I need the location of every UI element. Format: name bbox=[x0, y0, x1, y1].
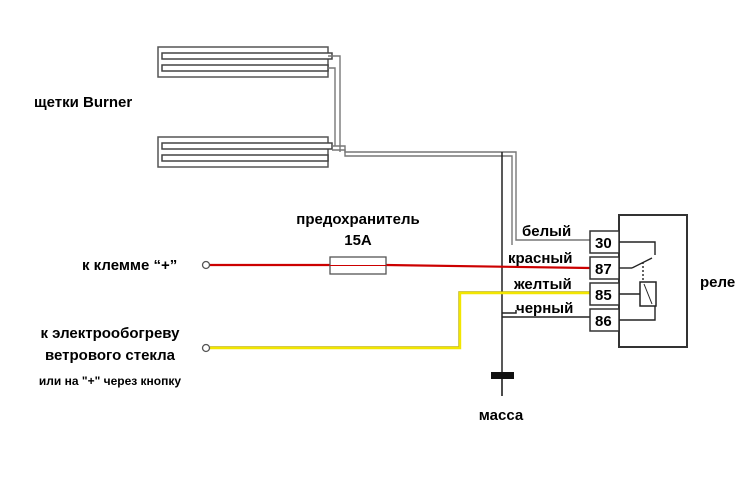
pin-87-label: 87 bbox=[595, 261, 612, 278]
fuse-label: предохранитель bbox=[296, 211, 419, 228]
brushes-label: щетки Burner bbox=[34, 94, 132, 111]
brush-wiring bbox=[328, 55, 590, 245]
ground-wiring bbox=[501, 152, 590, 372]
relay bbox=[589, 214, 688, 348]
terminal-plus-node bbox=[201, 260, 211, 270]
defroster-label-3: или на "+" через кнопку bbox=[39, 374, 181, 388]
brush-top bbox=[157, 46, 333, 78]
ground-icon bbox=[491, 372, 514, 396]
fuse-icon bbox=[329, 256, 387, 275]
fuse-rating-label: 15А bbox=[344, 232, 372, 249]
ground-label: масса bbox=[479, 407, 524, 424]
brush-bottom bbox=[157, 136, 333, 168]
relay-label: реле bbox=[700, 274, 735, 291]
wire-black-label: черный bbox=[516, 300, 573, 317]
wire-white-label: белый bbox=[522, 223, 571, 240]
pin-85-label: 85 bbox=[595, 287, 612, 304]
wire-yellow-label: желтый bbox=[513, 276, 572, 293]
terminal-defroster-node bbox=[201, 343, 211, 353]
yellow-outline bbox=[210, 291, 590, 347]
yellow-wire bbox=[210, 291, 590, 350]
red-wire bbox=[210, 263, 591, 270]
wire-red-label: красный bbox=[508, 250, 572, 267]
pin-30-label: 30 bbox=[595, 235, 612, 252]
pin-86-label: 86 bbox=[595, 313, 612, 330]
defroster-label-2: ветрового стекла bbox=[45, 347, 176, 364]
terminal-plus-label: к клемме “+” bbox=[82, 257, 177, 274]
defroster-label-1: к электрообогреву bbox=[41, 325, 181, 342]
